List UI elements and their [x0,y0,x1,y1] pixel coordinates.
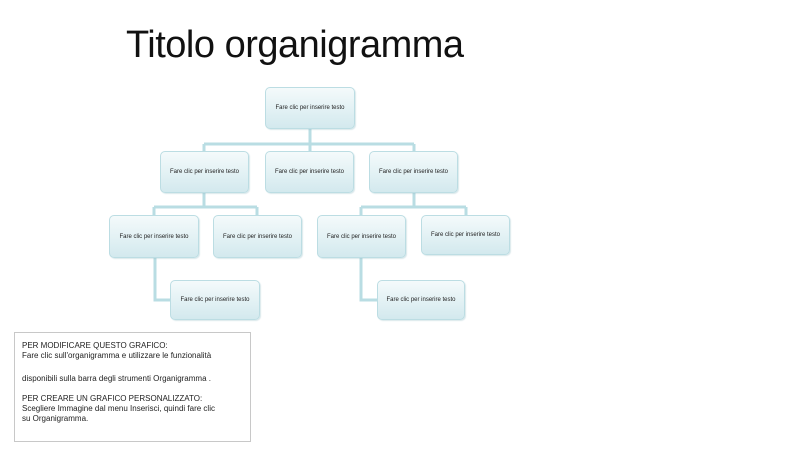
slide-canvas: Titolo organigramma [14,24,510,442]
connector-to-level4-right [359,258,377,302]
workspace-background [605,0,796,450]
instructions-textbox[interactable]: PER MODIFICARE QUESTO GRAFICO: Fare clic… [14,332,251,442]
instructions-line-edit-1: Fare clic sull'organigramma e utilizzare… [22,351,212,360]
org-box-level2-right[interactable]: Fare clic per inserire testo [369,151,458,193]
org-box-level4-left[interactable]: Fare clic per inserire testo [170,280,260,320]
org-box-level3-d[interactable]: Fare clic per inserire testo [421,215,510,255]
org-box-level2-middle[interactable]: Fare clic per inserire testo [265,151,354,193]
instructions-heading-edit: PER MODIFICARE QUESTO GRAFICO: [22,341,168,350]
instructions-line-edit-2: disponibili sulla barra degli strumenti … [22,374,211,383]
org-box-level4-right[interactable]: Fare clic per inserire testo [377,280,465,320]
connector-to-level4-left [153,258,170,302]
instructions-heading-create: PER CREARE UN GRAFICO PERSONALIZZATO: [22,394,203,403]
org-box-level3-b[interactable]: Fare clic per inserire testo [213,215,302,258]
chart-title[interactable]: Titolo organigramma [126,24,464,66]
org-box-level2-left[interactable]: Fare clic per inserire testo [160,151,249,193]
org-box-level3-c[interactable]: Fare clic per inserire testo [317,215,406,258]
org-box-level3-a[interactable]: Fare clic per inserire testo [109,215,199,258]
org-box-root[interactable]: Fare clic per inserire testo [265,87,355,129]
instructions-line-create-2: su Organigramma. [22,414,89,423]
instructions-line-create-1: Scegliere Immagine dal menu Inserisci, q… [22,404,215,413]
